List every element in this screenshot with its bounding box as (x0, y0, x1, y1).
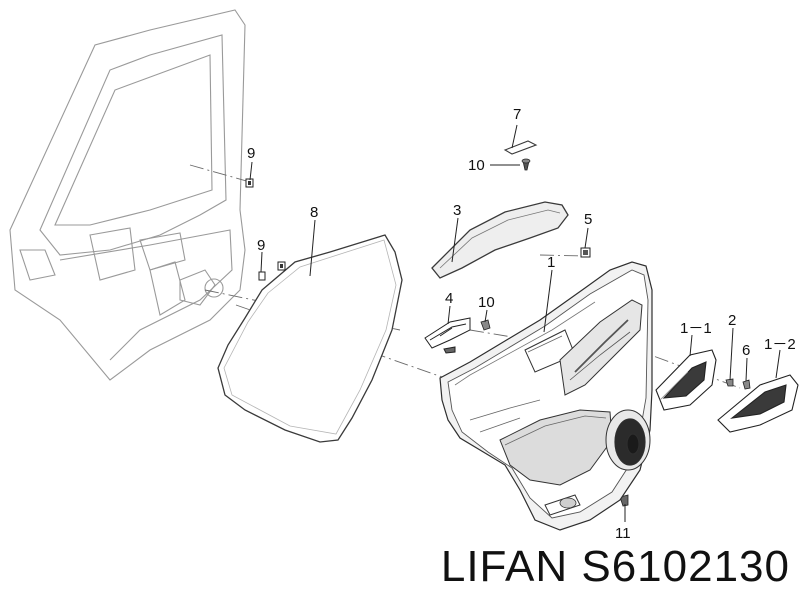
callout-1-2: 1－2 (764, 336, 796, 353)
part-5-clip (580, 247, 591, 258)
callout-6: 6 (742, 342, 750, 359)
part-8-inner-edge (223, 239, 397, 435)
part-4-bracket (424, 317, 471, 354)
part-9-clip-mid (258, 261, 286, 281)
callout-1-1: 1－1 (680, 320, 712, 337)
callout-7: 7 (513, 106, 521, 123)
callout-9-top: 9 (247, 145, 255, 162)
part-6-screw (742, 379, 751, 390)
callout-2: 2 (728, 312, 736, 329)
part-9-clip-top (245, 178, 254, 188)
part-number-label: LIFAN S6102130 (440, 542, 790, 591)
part-1-2-bezel (717, 374, 799, 433)
callout-8: 8 (310, 204, 318, 221)
part-8-sheet (217, 234, 403, 443)
callout-1: 1 (547, 254, 555, 271)
part-3-armrest (431, 201, 569, 279)
callout-3: 3 (453, 202, 461, 219)
callout-4: 4 (445, 290, 453, 307)
rear-door-frame (9, 9, 246, 381)
part-7-pad (503, 140, 538, 155)
leader-lines (249, 124, 781, 522)
callout-10-top: 10 (468, 157, 485, 174)
part-10-screw-top (521, 158, 531, 171)
callout-11: 11 (615, 525, 631, 542)
part-2-screw (725, 378, 734, 387)
callout-5: 5 (584, 211, 592, 228)
part-1-1-inner-handle (655, 349, 717, 411)
part-1-door-trim-panel (439, 261, 653, 531)
callout-9-mid: 9 (257, 237, 265, 254)
callout-10-mid: 10 (478, 294, 495, 311)
